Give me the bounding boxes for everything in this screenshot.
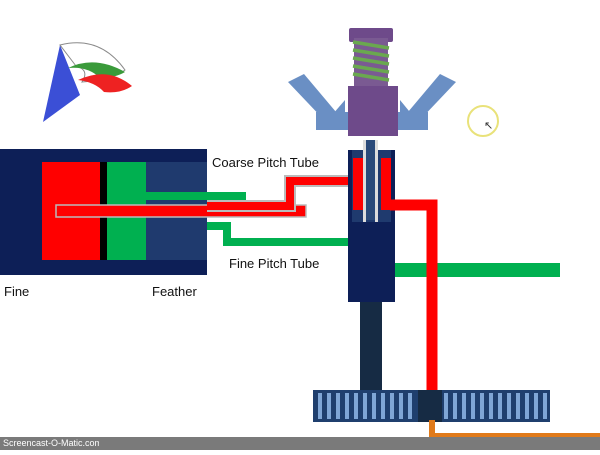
cursor-highlight-ring [467, 105, 499, 137]
recorder-bar [0, 437, 600, 450]
coarse-pitch-tube [146, 175, 355, 212]
fine-pitch-tube-label: Fine Pitch Tube [229, 256, 320, 271]
drive-shaft [360, 302, 382, 392]
coarse-pitch-tube-label: Coarse Pitch Tube [212, 155, 319, 170]
recorder-watermark: Screencast-O-Matic.com [3, 438, 99, 448]
fine-position-label: Fine [4, 284, 30, 299]
drain-line [429, 420, 600, 439]
flyweight-arms [288, 74, 456, 130]
company-logo [43, 42, 132, 122]
feather-position-label: Feather [152, 284, 197, 299]
mouse-pointer-icon: ↖ [484, 119, 494, 132]
drive-gear [313, 390, 550, 422]
governor-valve [348, 140, 395, 302]
return-oil-line [390, 199, 438, 392]
speeder-spring [352, 40, 390, 82]
